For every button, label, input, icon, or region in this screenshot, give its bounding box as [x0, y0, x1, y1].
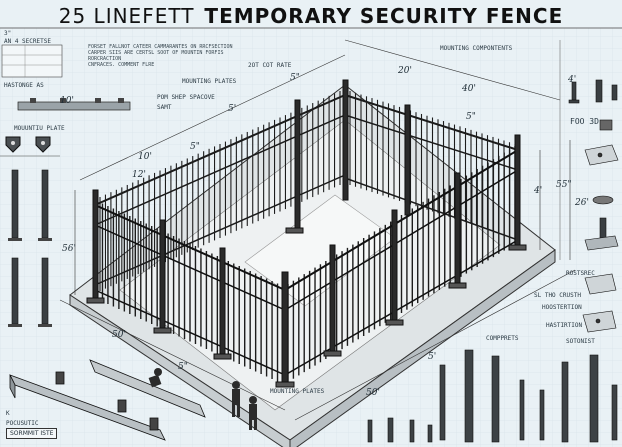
fence-posts	[92, 79, 521, 385]
dim-label: 5"	[290, 73, 300, 83]
dim-label: 26'	[575, 198, 589, 208]
fence-panel-front-left	[94, 204, 286, 376]
dim-label: 5"	[178, 362, 188, 372]
label-table: HASTONGE AS	[4, 82, 44, 89]
dim-label: 40'	[462, 84, 476, 94]
beam-components	[9, 359, 206, 441]
diagram-title: 25 LINEFETT TEMPORARY SECURITY FENCE	[0, 4, 622, 28]
dim-label: 55"	[556, 180, 572, 190]
label-plate-code: FOO 3D	[570, 117, 599, 126]
label-hoostation: HOOSTERTION	[542, 304, 582, 311]
workers	[148, 368, 257, 430]
bottom-posts	[367, 349, 618, 443]
post-detail	[11, 169, 19, 239]
left-detail-components	[1, 44, 131, 327]
label-hastirtion: HASTIRTION	[546, 322, 583, 329]
dim-label: 5'	[428, 352, 437, 362]
notes-block: FORSET FALLNOT CATEER CAMMARANTES ON RRC…	[88, 44, 233, 68]
label-poneutic: POCUSUTIC	[6, 420, 39, 427]
label-sotenet: SOTONIST	[566, 338, 595, 345]
dim-label: 50'	[112, 330, 126, 340]
note-line: RORCRACTION	[88, 56, 122, 62]
dimension-lines	[59, 39, 576, 421]
dim-label: 5"	[466, 112, 476, 122]
label-compprets: COMPPRETS	[486, 335, 519, 342]
label-mounting-plates-top: MOUNTING PLATES	[182, 78, 237, 85]
spec-table	[1, 44, 63, 78]
dim-label: 10'	[60, 96, 74, 106]
post-detail	[41, 169, 49, 239]
label-sl-tho: SL THO CRUSTH	[534, 292, 581, 299]
post-detail	[41, 257, 49, 325]
note-line: CARPER SIIS ARE CERTSL SOOT OF MOUNTIN F…	[88, 50, 224, 56]
label-k: K	[6, 410, 10, 417]
label-rostrec: ROSTSREC	[566, 270, 595, 277]
note-line: CNFRACES. COMMENT FLRE	[88, 62, 155, 68]
label-cot-rate: 2OT COT RATE	[248, 62, 292, 69]
rail-detail	[17, 101, 131, 111]
dim-label: 10'	[138, 152, 152, 162]
dim-label: 50'	[366, 388, 380, 398]
right-detail-components	[568, 79, 619, 333]
dim-label: 4'	[534, 186, 543, 196]
fence-panel-back-right	[344, 94, 519, 241]
post-base-plates	[86, 227, 527, 388]
label-mounting-plates-bottom: MOUNTING PLATES	[270, 388, 325, 395]
dim-label: 56'	[62, 244, 76, 254]
note-line: FORSET FALLNOT CATEER CAMMARANTES ON RRC…	[88, 44, 233, 50]
dim-label: 12'	[132, 170, 146, 180]
dim-label: 5'	[228, 104, 237, 114]
label-post-spacing: POM SHEP SPACOVE	[157, 94, 215, 101]
label-top-small: 3"	[4, 30, 12, 37]
label-sammit: SAMT	[157, 104, 172, 111]
label-mounting-components: MOUNTING COMPONTENTS	[440, 45, 513, 52]
title-main: TEMPORARY SECURITY FENCE	[204, 4, 564, 28]
dim-label: 4'	[568, 75, 577, 85]
label-mount-plate: MOUUNTIU PLATE	[14, 125, 65, 132]
dim-label: 5"	[190, 142, 200, 152]
post-detail	[11, 257, 19, 325]
label-sormmit-iste: SORMMIT ISTE	[6, 428, 58, 439]
dim-label: 20'	[398, 66, 412, 76]
label-top-desc: AN 4 SECRETSE	[4, 38, 51, 45]
title-prefix: 25 LINEFETT	[58, 4, 195, 28]
